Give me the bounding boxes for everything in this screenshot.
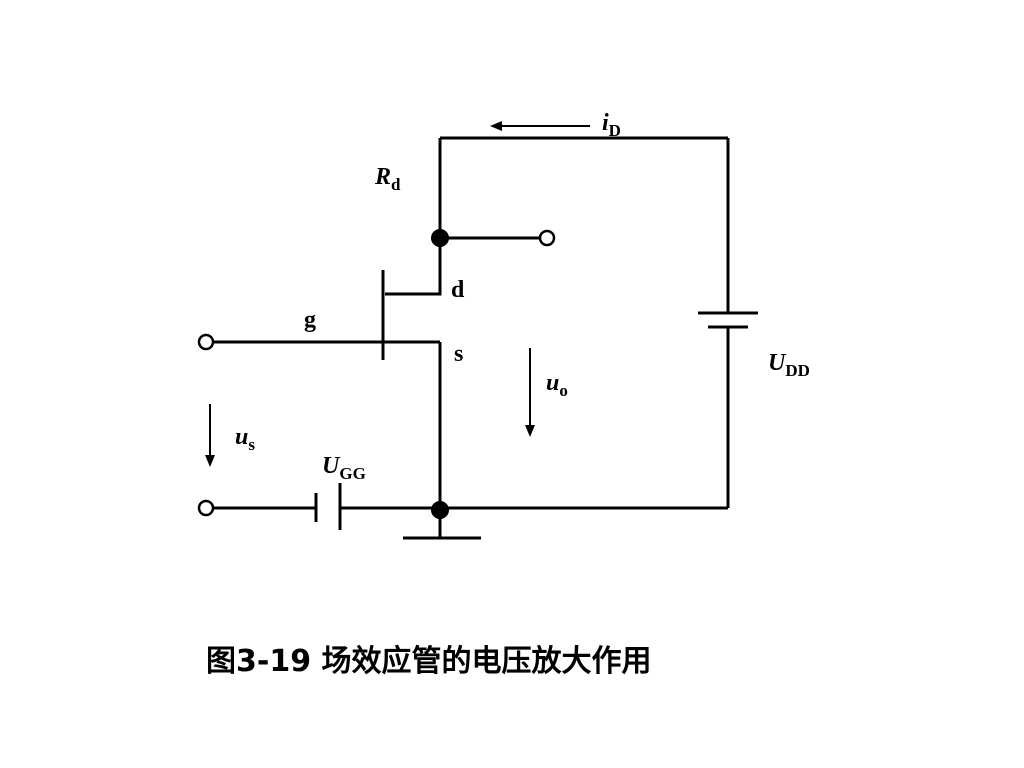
drain-wire [385, 138, 442, 296]
input-voltage-label: us [235, 424, 255, 454]
output-voltage-arrow [525, 348, 535, 437]
drain-current-label: iD [602, 110, 621, 140]
supply-voltage-label: UDD [768, 350, 810, 380]
ground-node [431, 501, 449, 519]
input-terminal-bottom [197, 499, 215, 517]
drain-resistor-label: Rd [374, 164, 401, 194]
output-voltage-label: uo [546, 370, 568, 400]
figure-caption: 图3-19 场效应管的电压放大作用 [206, 644, 652, 679]
input-terminal-top [197, 333, 215, 351]
source-label: s [454, 341, 463, 367]
gate-label: g [304, 307, 316, 333]
output-terminal [538, 229, 556, 247]
input-voltage-arrow [205, 404, 215, 467]
drain-node [431, 229, 449, 247]
drain-label: d [451, 277, 465, 303]
gate-bias-label: UGG [322, 453, 366, 483]
drain-current-arrow [490, 121, 590, 131]
